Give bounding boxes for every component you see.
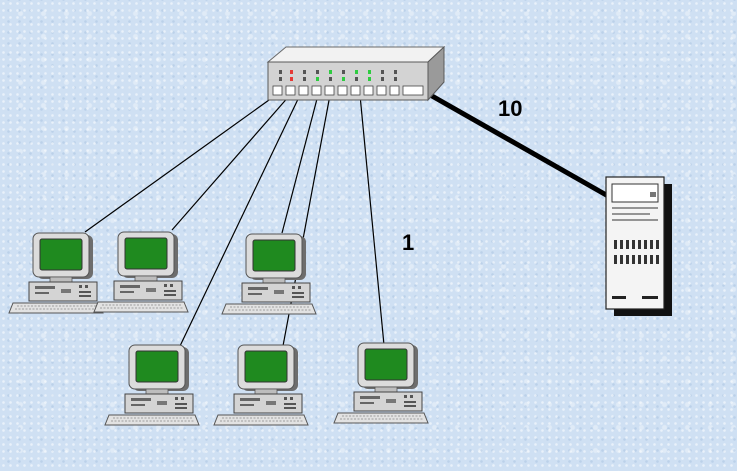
desktop-computer-icon	[8, 232, 104, 314]
switch-led-row	[279, 70, 397, 81]
desktop-computer-icon	[221, 233, 317, 315]
cable-pc6	[359, 94, 385, 346]
cable-pc2	[171, 94, 291, 231]
tower-server-icon	[605, 176, 672, 316]
access-speed-label: 1	[402, 230, 415, 255]
desktop-computer-icon	[213, 344, 309, 426]
cable-group	[84, 89, 610, 347]
desktop-computer-icon	[333, 342, 429, 424]
cable-pc4	[179, 94, 301, 347]
cable-pc1	[84, 94, 277, 233]
uplink-speed-label: 10	[498, 96, 523, 121]
desktop-computer-icon	[93, 231, 189, 313]
network-switch-icon	[266, 45, 446, 102]
cable-pc3	[281, 94, 319, 234]
cable-uplink	[423, 89, 610, 199]
switch-port-row	[272, 85, 424, 96]
desktop-computer-icon	[104, 344, 200, 426]
